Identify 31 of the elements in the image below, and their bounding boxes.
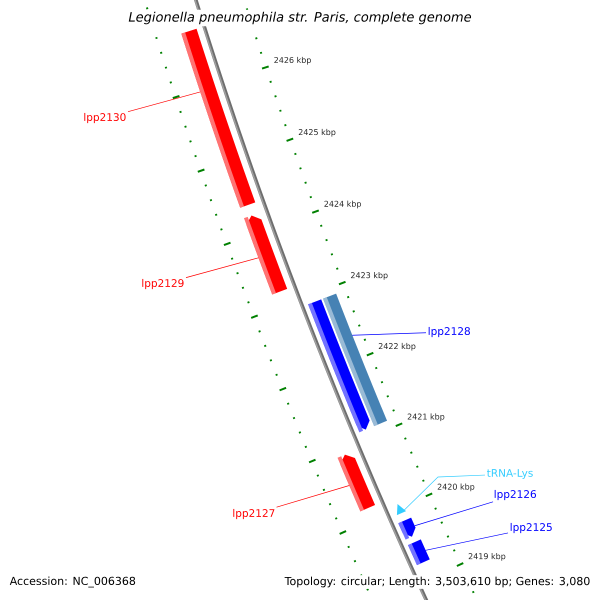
gene-bar: [338, 454, 376, 512]
tick-label: 2422 kbp: [378, 342, 416, 351]
tick-label: 2425 kbp: [298, 128, 336, 137]
title: Legionella pneumophila str. Paris, complete genome: [126, 10, 474, 26]
gene-label: tRNA-Lys: [486, 469, 533, 479]
feature-triangle: [396, 504, 406, 516]
leader-line: [128, 92, 201, 112]
tick-label: 2421 kbp: [408, 413, 444, 422]
tick-label: 2426 kbp: [274, 56, 311, 65]
leader-line: [425, 532, 508, 551]
tick-label: 2424 kbp: [324, 200, 362, 208]
gene-label: lpp2129: [142, 278, 184, 290]
genome-info-text: Topology: circular; Length: 3,503,610 bp; Genes: 3,080: [283, 575, 592, 589]
leader-line: [186, 257, 259, 278]
tick-label: 2420 kbp: [438, 484, 474, 492]
gene-label: lpp2130: [84, 112, 126, 124]
leader-line: [352, 332, 426, 336]
leader-line: [414, 501, 494, 526]
gene-label: lpp2127: [233, 508, 274, 520]
accession-text: Accession: NC_006368: [8, 575, 138, 589]
leader-line: [402, 474, 486, 512]
gene-bar: [408, 539, 430, 566]
tick-label: 2423 kbp: [350, 272, 388, 280]
gene-label: lpp2125: [510, 522, 552, 534]
gene-bar: [244, 215, 288, 294]
tick-label: 2419 kbp: [468, 553, 506, 561]
gene-label: lpp2128: [428, 326, 470, 338]
gene-label: lpp2126: [494, 490, 536, 500]
gene-bar: [398, 518, 416, 540]
gene-bar: [181, 28, 256, 208]
leader-line: [276, 485, 350, 508]
